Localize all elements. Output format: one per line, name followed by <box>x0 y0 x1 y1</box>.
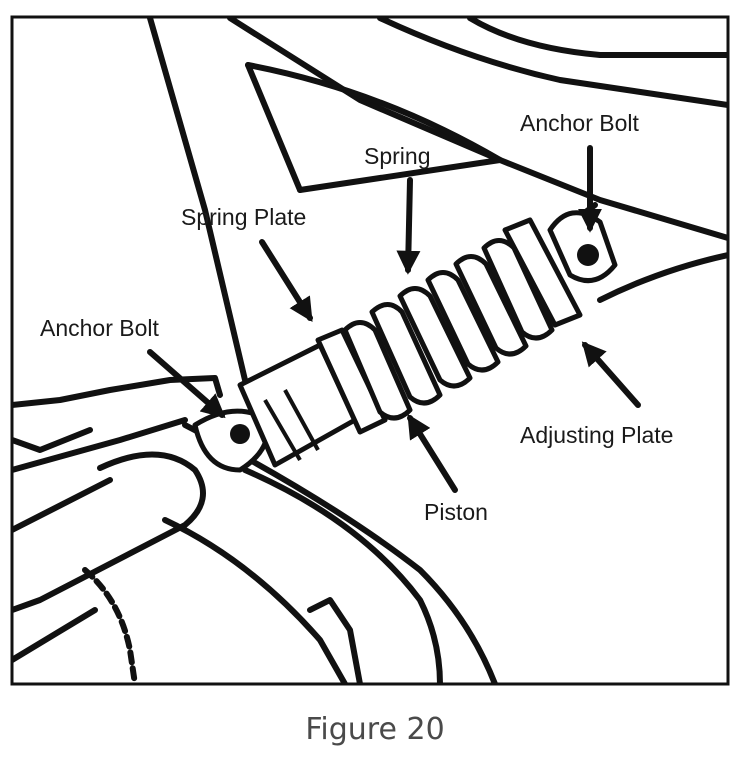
spring-plate <box>315 327 388 435</box>
arrow-spring-plate <box>259 239 313 323</box>
anchor-bolt-left-hole <box>230 424 250 444</box>
anchor-bolt-top-hole <box>577 244 599 266</box>
label-spring-plate: Spring Plate <box>181 204 306 230</box>
label-anchor-bolt-top: Anchor Bolt <box>520 110 640 136</box>
arrow-spring <box>396 177 421 275</box>
label-piston: Piston <box>424 499 488 525</box>
callout-arrows <box>147 145 641 493</box>
label-anchor-bolt-left: Anchor Bolt <box>40 315 160 341</box>
arrow-anchor-bolt-left <box>147 349 226 419</box>
arrow-adjusting-plate <box>581 341 641 408</box>
label-adjusting-plate: Adjusting Plate <box>520 422 673 448</box>
adjusting-plate <box>502 217 583 328</box>
arrow-piston <box>407 413 458 493</box>
bike-frame-drawing <box>12 17 728 684</box>
shock-absorber <box>192 210 618 473</box>
figure-caption: Figure 20 <box>305 712 445 747</box>
spring-coils <box>342 238 555 421</box>
label-spring: Spring <box>364 143 430 169</box>
